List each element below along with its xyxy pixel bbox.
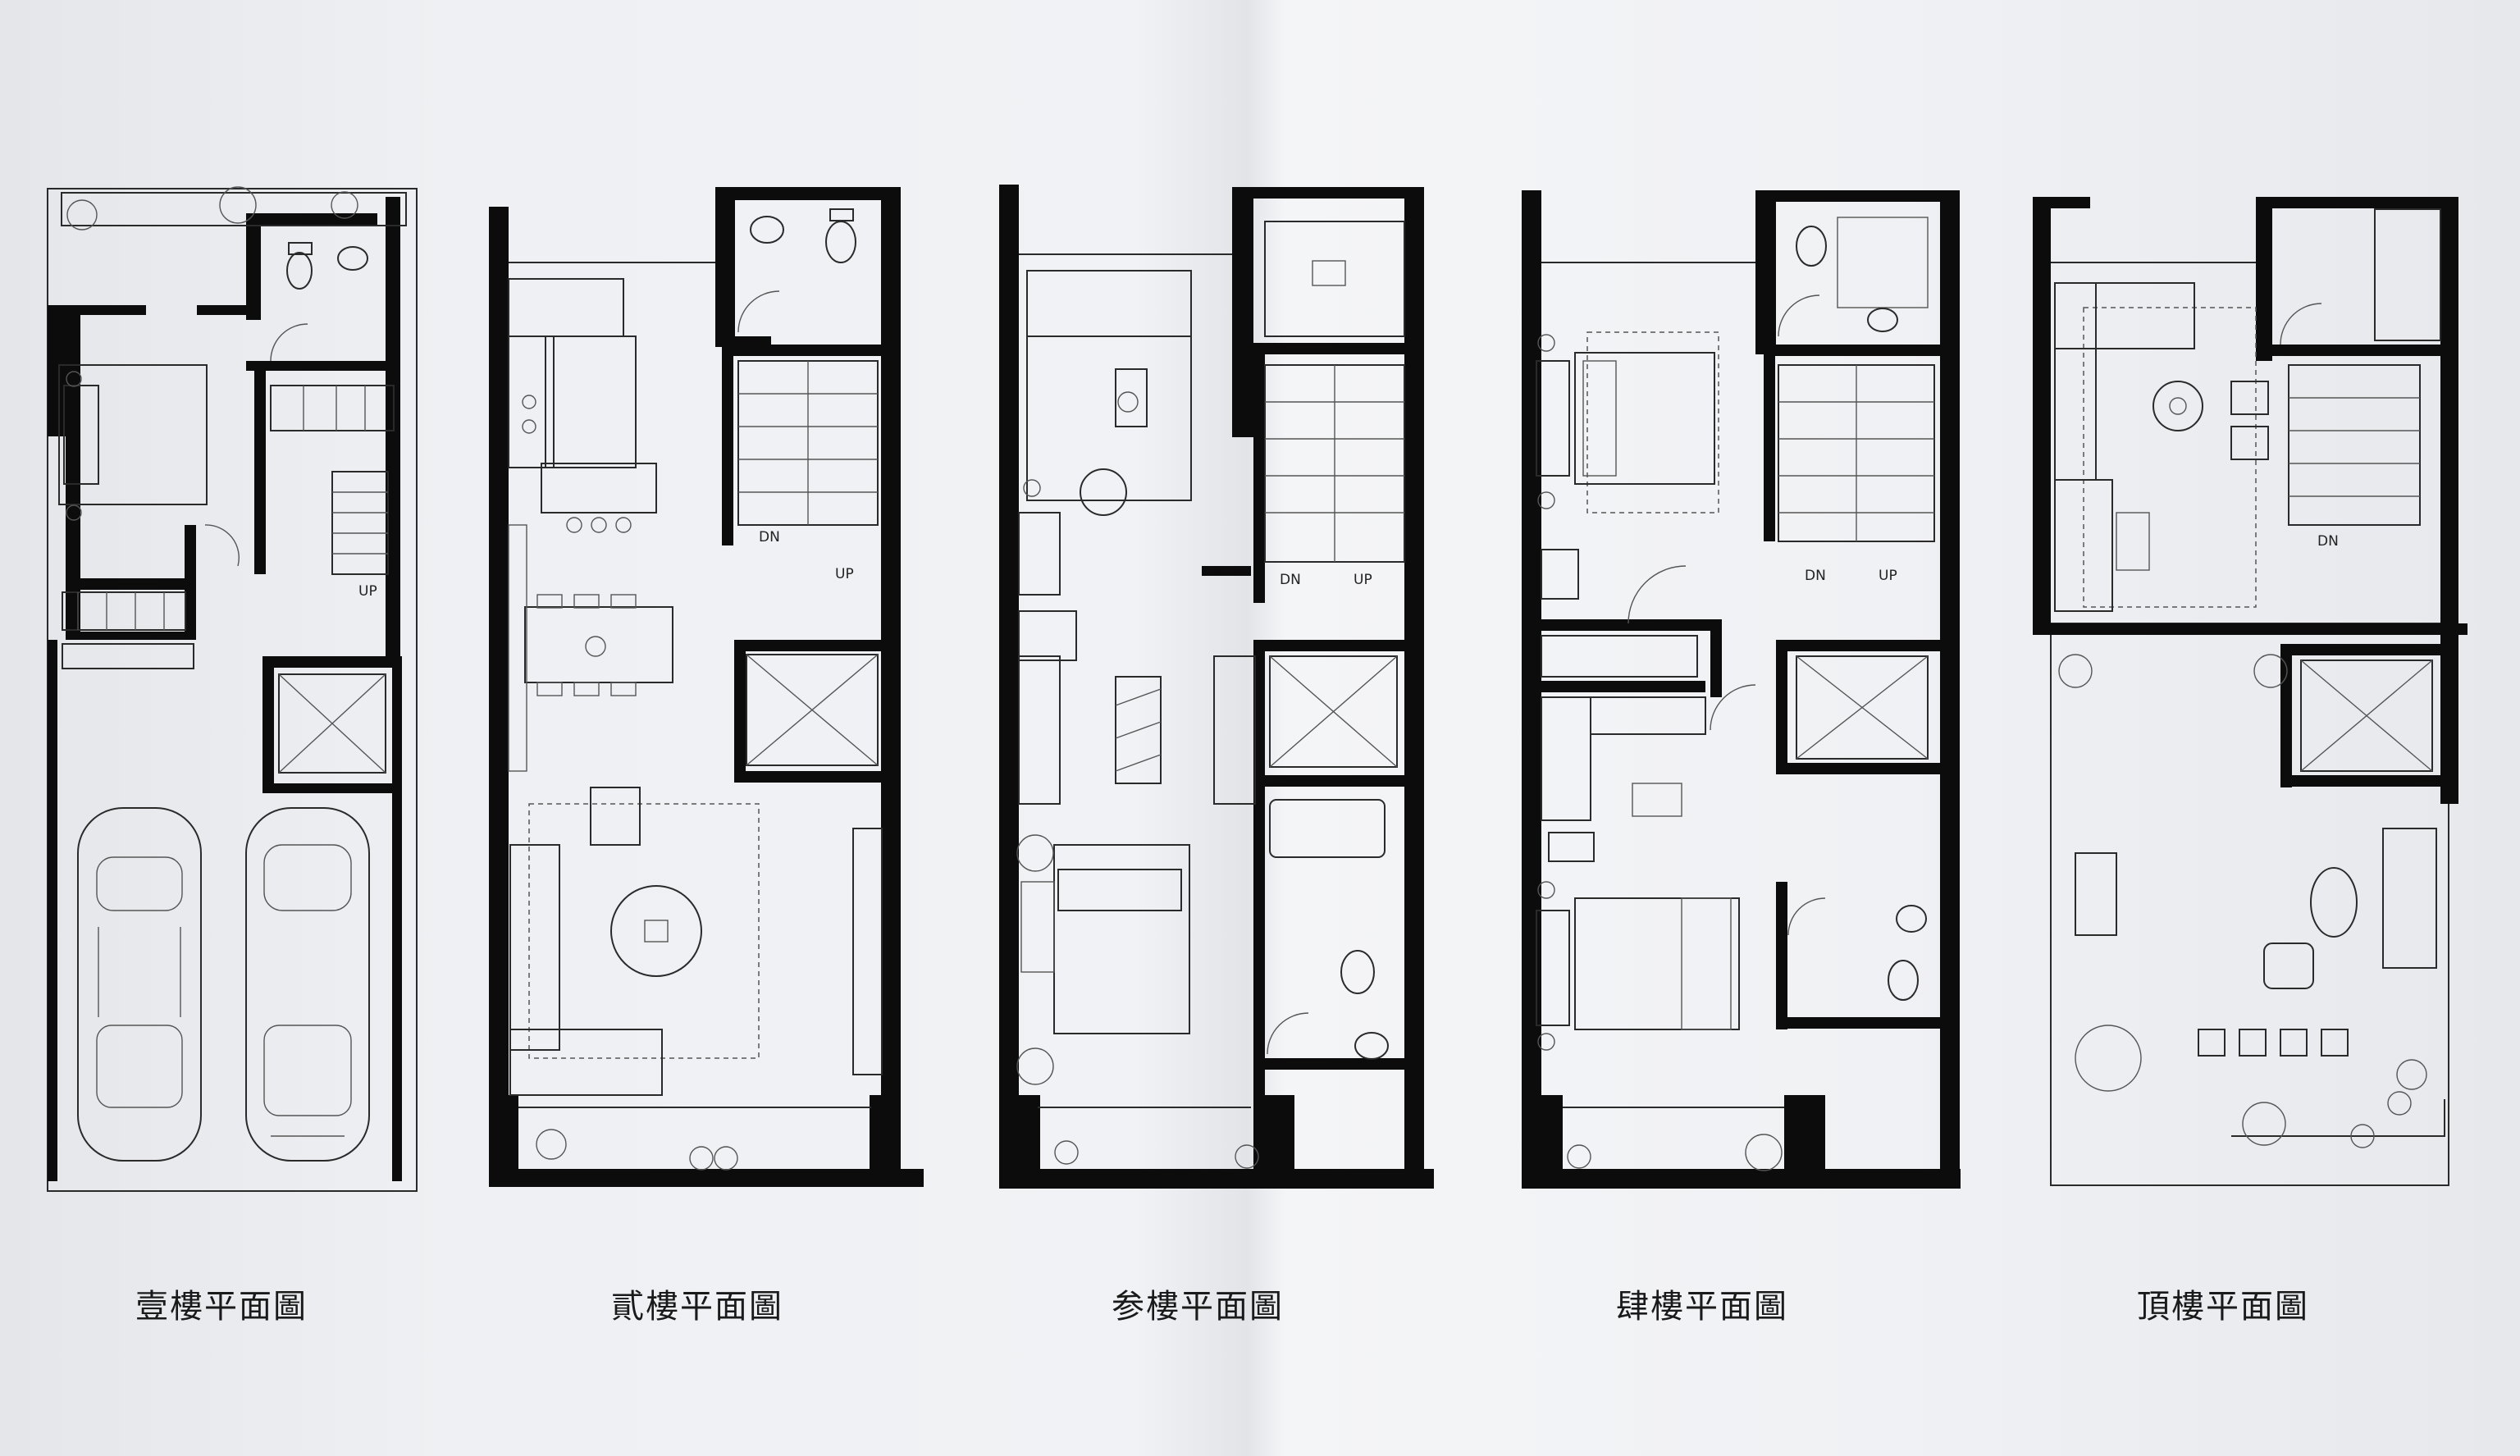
plan-floor-2: DN UP <box>489 187 924 1187</box>
stair-label-up: UP <box>835 566 854 582</box>
plan-floor-roof: DN <box>2033 197 2468 1186</box>
stair-label-up: UP <box>1879 568 1897 584</box>
stair-label-dn: DN <box>1280 572 1301 588</box>
caption-floor-2: 貳樓平面圖 <box>611 1288 783 1326</box>
stair-label-dn: DN <box>2317 533 2339 550</box>
stair-label-dn: DN <box>759 529 780 545</box>
plan-floor-1: UP <box>47 186 418 1192</box>
plan-floor-3: DN UP <box>999 185 1434 1189</box>
caption-floor-1: 壹樓平面圖 <box>135 1288 308 1326</box>
stair-label-dn: DN <box>1805 568 1826 584</box>
stair-label-up: UP <box>358 583 377 600</box>
car-right <box>245 807 370 1162</box>
plan-floor-4: DN UP <box>1522 190 1961 1189</box>
stair-label-up: UP <box>1354 572 1372 588</box>
caption-floor-4: 肆樓平面圖 <box>1616 1288 1788 1326</box>
caption-floor-3: 参樓平面圖 <box>1112 1288 1284 1326</box>
caption-floor-roof: 頂樓平面圖 <box>2137 1288 2309 1326</box>
car-left <box>77 807 202 1162</box>
